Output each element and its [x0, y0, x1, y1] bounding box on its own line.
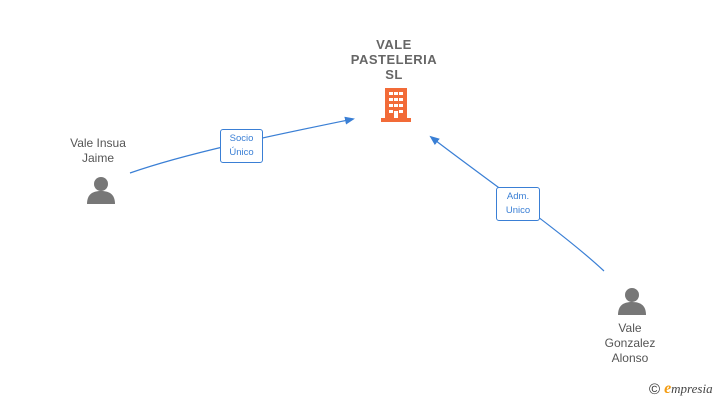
person-name-line: Alonso: [611, 351, 649, 365]
relation-label-socio-unico: Socio Único: [220, 129, 263, 163]
brand-logo[interactable]: empresia: [664, 380, 713, 398]
person-icon[interactable]: [618, 288, 646, 315]
company-name-line: SL: [385, 67, 403, 82]
footer-branding: © empresia: [649, 379, 713, 399]
person-name-vale-insua-jaime[interactable]: Vale Insua Jaime: [48, 136, 148, 166]
relation-label-line: Único: [229, 147, 254, 158]
company-name-line: PASTELERIA: [350, 52, 438, 67]
person-name-line: Jaime: [81, 151, 114, 165]
brand-initial: e: [664, 380, 672, 397]
relation-label-line: Adm.: [506, 191, 530, 202]
person-icon[interactable]: [87, 177, 115, 204]
person-name-vale-gonzalez-alonso[interactable]: Vale Gonzalez Alonso: [580, 321, 680, 366]
relation-label-line: Unico: [505, 205, 531, 216]
relation-label-adm-unico: Adm. Unico: [496, 187, 540, 221]
relation-label-line: Socio: [229, 133, 254, 144]
person-name-line: Vale: [618, 321, 642, 335]
building-icon[interactable]: [381, 88, 411, 122]
company-name[interactable]: VALE PASTELERIA SL: [334, 37, 454, 82]
company-name-line: VALE: [376, 37, 412, 52]
person-name-line: Gonzalez: [604, 336, 656, 350]
copyright-icon: ©: [649, 380, 661, 398]
person-name-line: Vale Insua: [70, 136, 126, 150]
brand-name: mpresia: [671, 381, 713, 396]
